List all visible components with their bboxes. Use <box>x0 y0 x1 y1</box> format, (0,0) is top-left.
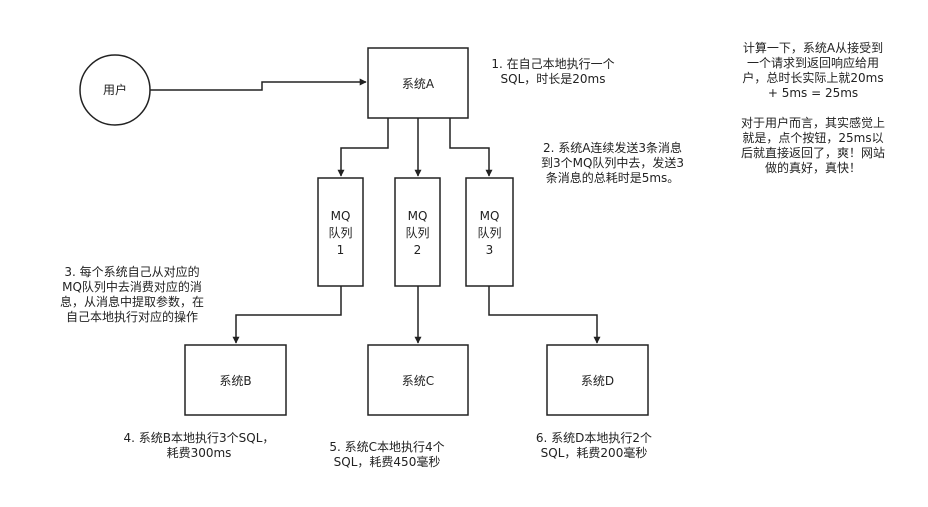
note-summary-line-1: 计算一下，系统A从接受到 <box>742 41 884 55</box>
note-step-1-line-1: 1. 在自己本地执行一个 <box>491 57 615 71</box>
note-step-3-line-1: 3. 每个系统自己从对应的 <box>64 265 200 279</box>
system-c-label: 系统C <box>402 374 434 388</box>
note-summary-line-8: 后就直接返回了，爽！网站 <box>740 146 885 160</box>
note-step-4-line-1: 4. 系统B本地执行3个SQL， <box>123 431 275 445</box>
mq-queue-2-label-line-3: 2 <box>414 243 422 257</box>
note-step-1: 1. 在自己本地执行一个 SQL，时长是20ms <box>478 57 628 87</box>
edge-user-to-system-a <box>150 78 367 91</box>
note-summary-line-9: 做的真好，真快！ <box>764 161 861 175</box>
note-step-2-line-2: 到3个MQ队列中去，发送3 <box>540 156 685 170</box>
system-b-label: 系统B <box>219 374 251 388</box>
edge-mq-1-to-system-b <box>232 286 342 344</box>
note-summary: 计算一下，系统A从接受到 一个请求到返回响应给用 户，总时长实际上就20ms +… <box>722 41 904 176</box>
note-step-4-line-2: 耗费300ms <box>166 446 232 460</box>
note-summary-line-3: 户，总时长实际上就20ms <box>742 71 884 85</box>
edge-system-a-to-mq-1 <box>337 118 389 177</box>
mq-queue-2-node: MQ 队列 2 <box>394 177 441 287</box>
mq-queue-1-label-line-3: 1 <box>337 243 345 257</box>
system-a-label: 系统A <box>402 77 435 91</box>
note-summary-line-2: 一个请求到返回响应给用 <box>746 56 879 70</box>
note-step-4: 4. 系统B本地执行3个SQL， 耗费300ms <box>110 431 288 461</box>
mq-queue-3-node: MQ 队列 3 <box>465 177 514 287</box>
edge-mq-3-to-system-d <box>488 286 601 344</box>
system-a-node: 系统A <box>367 47 469 119</box>
user-node: 用户 <box>79 54 151 126</box>
mq-queue-1-label-line-2: 队列 <box>328 225 352 240</box>
mq-queue-3-label-line-1: MQ <box>480 209 500 223</box>
mq-queue-2-label-line-2: 队列 <box>405 225 429 240</box>
note-step-2-line-3: 条消息的总耗时是5ms。 <box>545 171 680 185</box>
note-step-3-line-2: MQ队列中去消费对应的消 <box>62 280 202 294</box>
note-summary-line-5 <box>722 101 904 116</box>
note-summary-line-6: 对于用户而言，其实感觉上 <box>740 116 885 130</box>
note-step-2: 2. 系统A连续发送3条消息 到3个MQ队列中去，发送3 条消息的总耗时是5ms… <box>530 141 695 186</box>
system-d-node: 系统D <box>546 344 649 416</box>
note-step-6-line-1: 6. 系统D本地执行2个 <box>535 431 653 445</box>
note-step-2-line-1: 2. 系统A连续发送3条消息 <box>542 141 683 155</box>
mq-queue-1-node: MQ 队列 1 <box>317 177 364 287</box>
mq-queue-1-label-line-1: MQ <box>331 209 351 223</box>
mq-queue-3-label-line-3: 3 <box>486 243 494 257</box>
note-step-3-line-4: 自己本地执行对应的操作 <box>65 310 198 324</box>
note-step-3: 3. 每个系统自己从对应的 MQ队列中去消费对应的消 息，从消息中提取参数，在 … <box>48 265 216 325</box>
note-step-5: 5. 系统C本地执行4个 SQL，耗费450毫秒 <box>313 440 461 470</box>
mq-queue-3-label-line-2: 队列 <box>477 225 501 240</box>
user-label: 用户 <box>103 82 127 97</box>
system-c-node: 系统C <box>367 344 469 416</box>
note-step-3-line-3: 息，从消息中提取参数，在 <box>59 295 204 309</box>
note-step-5-line-1: 5. 系统C本地执行4个 <box>329 440 445 454</box>
note-step-6: 6. 系统D本地执行2个 SQL，耗费200毫秒 <box>520 431 668 461</box>
mq-queue-2-label-line-1: MQ <box>408 209 428 223</box>
edge-system-a-to-mq-3 <box>449 118 493 177</box>
system-d-label: 系统D <box>581 374 614 388</box>
note-summary-line-4: + 5ms = 25ms <box>767 86 859 100</box>
note-step-6-line-2: SQL，耗费200毫秒 <box>540 446 648 460</box>
note-summary-line-7: 就是，点个按钮，25ms以 <box>742 131 884 145</box>
note-step-5-line-2: SQL，耗费450毫秒 <box>333 455 441 469</box>
note-step-1-line-2: SQL，时长是20ms <box>500 72 606 86</box>
system-b-node: 系统B <box>184 344 287 416</box>
